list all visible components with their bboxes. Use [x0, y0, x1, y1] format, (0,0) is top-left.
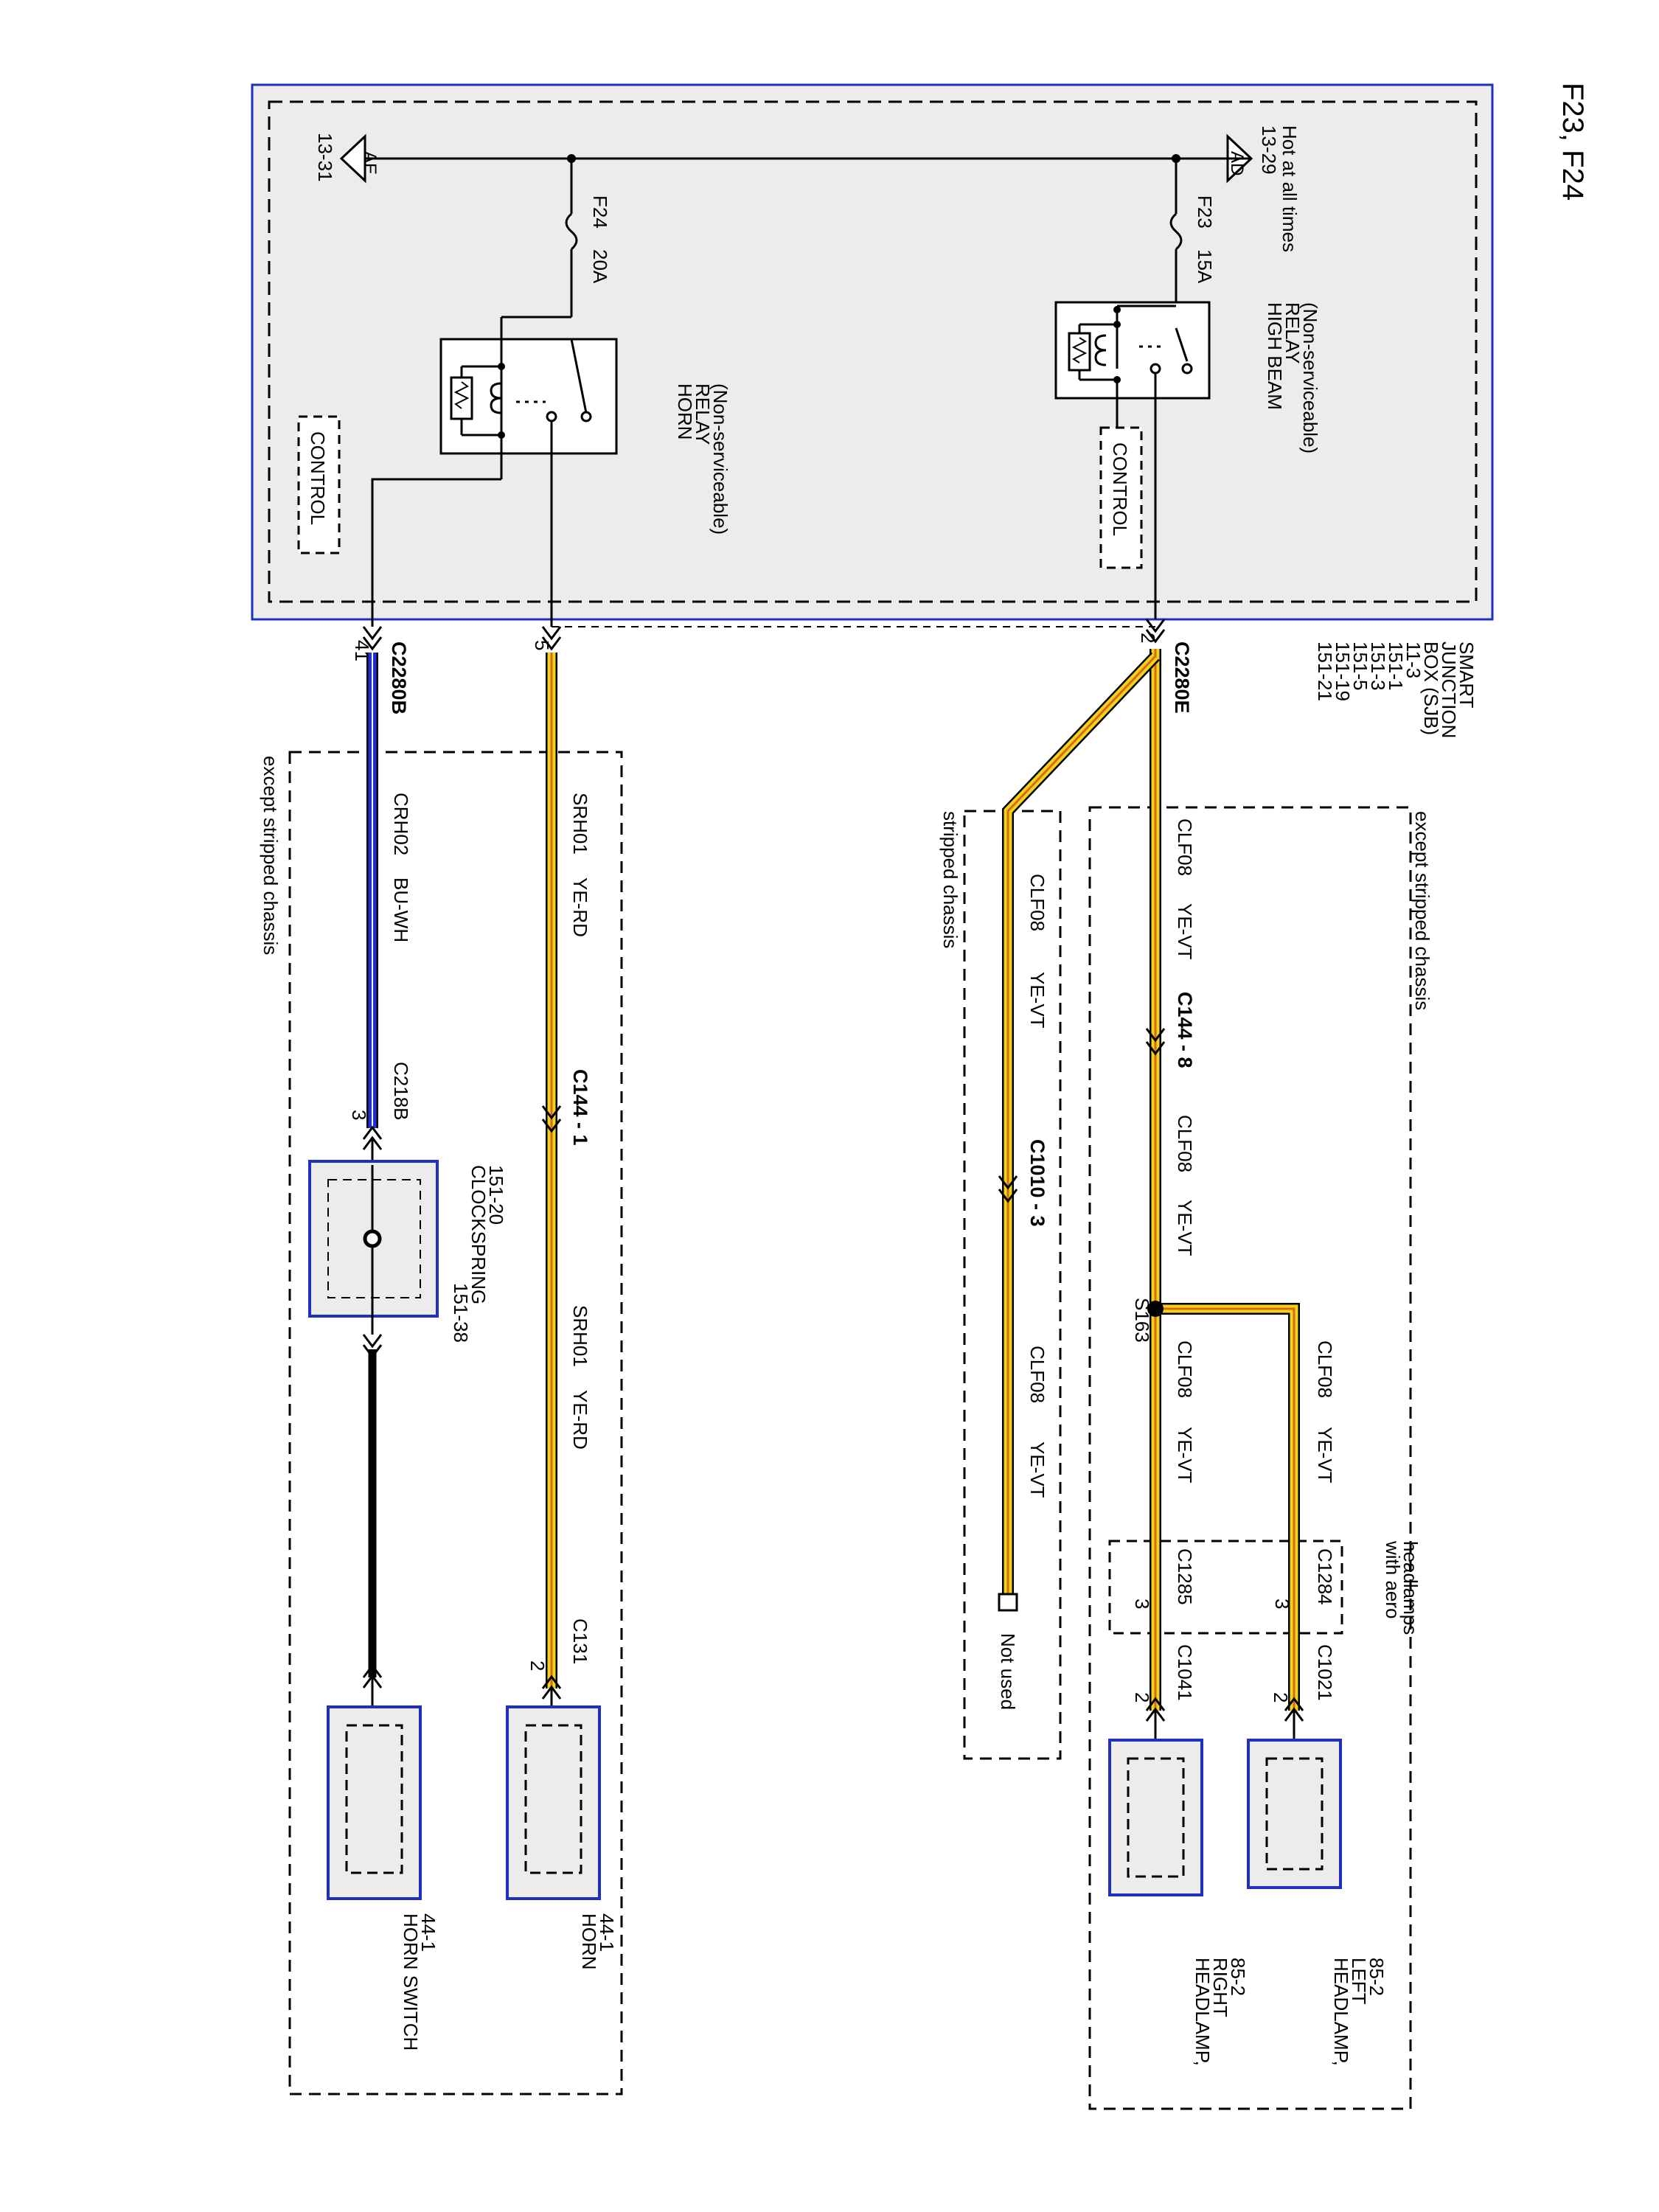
horn-switch: [327, 1705, 422, 1900]
svg-text:AD: AD: [1227, 151, 1247, 175]
clockspring: [308, 1160, 439, 1359]
not-used-label: Not used: [997, 1633, 1019, 1710]
c144-1-connector: [541, 1105, 562, 1133]
high-beam-control-label: CONTROL: [1109, 442, 1131, 536]
wire-label-ye-vt-6: YE-VT: [1026, 1441, 1048, 1498]
horn: [506, 1705, 601, 1900]
c218b-connector: [362, 1125, 383, 1165]
c218b-label: C218B: [390, 1062, 412, 1121]
wire-label-ye-rd-1: YE-RD: [569, 877, 591, 937]
c218b-pin: 3: [348, 1110, 370, 1120]
except-stripped-label-2: except stripped chassis: [260, 756, 282, 955]
f24-label: F24: [589, 195, 611, 229]
except-stripped-group-headlamps: [1088, 806, 1412, 2110]
horn-control-box: [297, 415, 341, 554]
high-beam-relay: [1054, 301, 1211, 400]
wire-label-crh02: CRH02: [390, 793, 412, 855]
pin5-label: 5: [531, 640, 553, 650]
horn-label: HORN 44-1: [578, 1913, 618, 1975]
c144-8-label: C144 - 8: [1174, 992, 1196, 1068]
f24-fuse: [565, 154, 578, 317]
c131-pin: 2: [526, 1660, 549, 1671]
c1285-label: C1285: [1174, 1548, 1196, 1605]
c144-1-label: C144 - 1: [569, 1069, 591, 1146]
c1285-pin: 3: [1131, 1599, 1153, 1609]
sjb-name: SMART JUNCTION BOX (SJB) 11-3 151-1 151-…: [1314, 641, 1478, 744]
c1284-label: C1284: [1314, 1548, 1336, 1605]
horn-relay: [439, 316, 618, 479]
headlamp-left-label: HEADLAMP, LEFT 85-2: [1330, 1958, 1388, 2071]
c1021-pin: 2: [1270, 1692, 1292, 1703]
hot-label: Hot at all times: [1279, 125, 1301, 252]
horn-switch-label: HORN SWITCH 44-1: [400, 1913, 439, 2056]
headlamp-right-label: HEADLAMP, RIGHT 85-2: [1192, 1958, 1249, 2071]
horn-relay-label: HORN RELAY (Non-serviceable): [674, 383, 731, 535]
wire-label-ye-vt-3: YE-VT: [1174, 1427, 1196, 1484]
wire-clf08-left-headlamp: [1155, 1303, 1300, 1711]
wire-label-ye-vt-2: YE-VT: [1174, 1200, 1196, 1256]
c1010-3-connector: [998, 1175, 1018, 1203]
c1041-label: C1041: [1174, 1644, 1196, 1701]
c1021-label: C1021: [1314, 1644, 1336, 1701]
ad-ref: 13-29: [1258, 125, 1280, 175]
wire-label-clf08-1: CLF08: [1174, 818, 1196, 876]
wire-label-clf08-6: CLF08: [1026, 1346, 1048, 1403]
wire-label-ye-vt-4: YE-VT: [1314, 1427, 1336, 1484]
horn-relay-control-wire: [371, 478, 501, 627]
aero-label: with aero headlamps: [1382, 1540, 1422, 1635]
except-stripped-group-horn: [288, 751, 623, 2096]
f24-rating: 20A: [589, 249, 611, 284]
c2280b-arrow: [362, 626, 383, 651]
s163-splice: [1147, 1301, 1164, 1317]
c2280b-label: C2280B: [388, 641, 410, 714]
clockspring-ref2: 151-38: [450, 1283, 472, 1343]
c1041-pin: 2: [1131, 1692, 1153, 1703]
f23-rating: 15A: [1194, 249, 1216, 284]
clockspring-label: CLOCKSPRING 151-20: [467, 1165, 507, 1310]
c1010-3-label: C1010 - 3: [1026, 1139, 1048, 1227]
high-beam-relay-label: HIGH BEAM RELAY (Non-serviceable): [1264, 302, 1321, 453]
c2280e-arrow: [1145, 619, 1166, 644]
wire-label-clf08-4: CLF08: [1314, 1340, 1336, 1398]
c131-label: C131: [569, 1618, 591, 1664]
wire-label-clf08-2: CLF08: [1174, 1115, 1196, 1172]
pin5-arrow: [541, 626, 562, 651]
page-title: F23, F24: [1557, 83, 1589, 201]
wire-label-srh01-1: SRH01: [569, 793, 591, 855]
c144-8-connector: [1145, 1028, 1166, 1056]
ae-ref: 13-31: [314, 133, 336, 182]
headlamp-left: [1247, 1739, 1342, 1889]
aero-group: [1108, 1540, 1343, 1635]
f23-label: F23: [1194, 195, 1216, 229]
ae-ground-symbol: AE: [339, 133, 380, 184]
horn-control-label: CONTROL: [307, 431, 329, 525]
c2280e-label: C2280E: [1171, 641, 1193, 714]
c2280e-pin: 2: [1137, 633, 1159, 643]
headlamp-right: [1108, 1739, 1203, 1896]
wire-label-bu-wh: BU-WH: [390, 877, 412, 942]
high-beam-control-box: [1099, 426, 1143, 569]
wire-label-srh01-2: SRH01: [569, 1305, 591, 1367]
c1284-pin: 3: [1271, 1599, 1293, 1609]
wire-label-ye-vt-5: YE-VT: [1026, 972, 1048, 1029]
wire-label-clf08-3: CLF08: [1174, 1340, 1196, 1398]
f23-fuse: [1169, 154, 1183, 306]
wire-label-clf08-5: CLF08: [1026, 874, 1048, 931]
wire-label-ye-vt-1: YE-VT: [1174, 903, 1196, 960]
not-used-terminal: [998, 1593, 1018, 1612]
s163-label: S163: [1131, 1298, 1153, 1343]
wire-label-ye-rd-2: YE-RD: [569, 1390, 591, 1450]
ad-power-symbol: AD: [1226, 133, 1253, 184]
svg-text:AE: AE: [360, 151, 380, 175]
stripped-label: stripped chassis: [939, 811, 961, 948]
except-stripped-label-1: except stripped chassis: [1411, 811, 1433, 1010]
wire-clf08-stripped: [1002, 652, 1160, 1596]
sjb-inner-dashed-box: [268, 100, 1478, 603]
